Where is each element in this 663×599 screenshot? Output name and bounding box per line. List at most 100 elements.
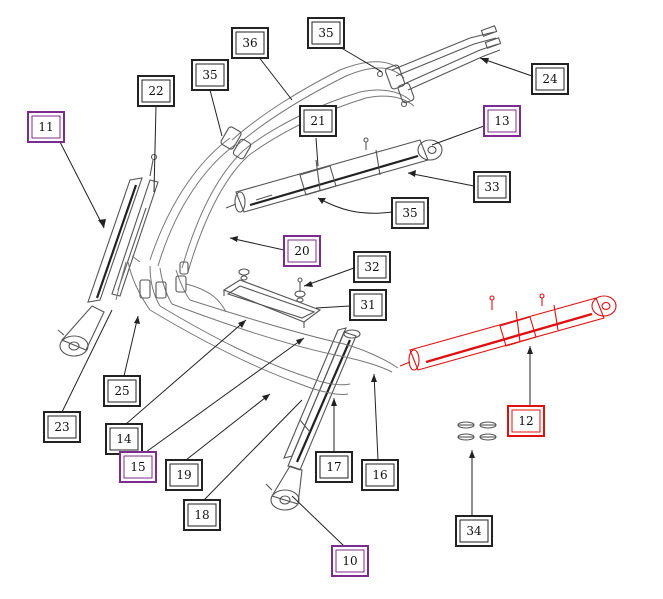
callout-c35a: 35: [191, 59, 229, 91]
callout-number: 31: [360, 298, 375, 312]
callout-c25: 25: [103, 375, 141, 407]
callout-box-inner: [535, 67, 565, 91]
callout-number: 16: [372, 468, 387, 482]
callout-number: 35: [402, 206, 417, 220]
callout-box-inner: [107, 379, 137, 403]
callout-box-inner: [319, 455, 349, 479]
callout-box-outer: [299, 105, 337, 137]
callout-number: 17: [326, 460, 341, 474]
callout-c35b: 35: [307, 17, 345, 49]
cylinder-10: [265, 327, 361, 511]
hose-bundle-upper: [231, 25, 502, 157]
callout-number: 19: [176, 468, 191, 482]
callout-number: 34: [466, 524, 482, 538]
callout-c11: 11: [27, 111, 65, 143]
callout-box-outer: [315, 451, 353, 483]
callout-box-outer: [103, 375, 141, 407]
callout-number: 25: [114, 384, 129, 398]
callout-c10: 10: [331, 545, 369, 577]
callout-box-outer: [473, 171, 511, 203]
callout-c14: 14: [105, 423, 143, 455]
callout-c12: 12: [507, 405, 545, 437]
callout-c16: 16: [361, 459, 399, 491]
hose-bundle-middle: [115, 255, 399, 395]
callout-number: 10: [342, 554, 357, 568]
callout-box-outer: [283, 235, 321, 267]
callout-number: 22: [148, 84, 163, 98]
callout-number: 11: [38, 120, 53, 134]
mounting-plate-31: [222, 268, 322, 328]
callout-box-inner: [123, 455, 153, 479]
callout-number: 35: [318, 26, 333, 40]
callout-box-outer: [27, 111, 65, 143]
callout-number: 13: [494, 114, 509, 128]
callout-c31: 31: [349, 289, 387, 321]
callout-box-outer: [165, 459, 203, 491]
callout-box-outer: [353, 251, 391, 283]
callout-box-inner: [353, 293, 383, 317]
callout-c36: 36: [231, 27, 269, 59]
callout-number: 36: [242, 36, 257, 50]
callout-box-outer: [43, 411, 81, 443]
callout-box-inner: [511, 409, 541, 433]
callout-box-outer: [191, 59, 229, 91]
callout-box-inner: [459, 519, 489, 543]
callout-box-outer: [531, 63, 569, 95]
callout-c34: 34: [455, 515, 493, 547]
leader-lines: [59, 45, 533, 547]
callout-box-outer: [391, 197, 429, 229]
callout-box-inner: [187, 503, 217, 527]
callout-box-inner: [303, 109, 333, 133]
callout-box-outer: [483, 105, 521, 137]
callout-c21: 21: [299, 105, 337, 137]
callout-number: 18: [194, 508, 209, 522]
callout-labels: 10 11 12 13 14 15 16 17 18 19 20 21 22 23 24 25 31 32 33 34…: [27, 17, 569, 577]
callout-c35c: 35: [391, 197, 429, 229]
callout-number: 32: [364, 260, 379, 274]
callout-number: 14: [116, 432, 132, 446]
callout-c18: 18: [183, 499, 221, 531]
callout-box-inner: [47, 415, 77, 439]
parts-drawing: [57, 25, 617, 511]
callout-box-inner: [487, 109, 517, 133]
callout-box-inner: [31, 115, 61, 139]
hose-bundle-left: [149, 126, 252, 273]
callout-c24: 24: [531, 63, 569, 95]
callout-box-inner: [365, 463, 395, 487]
callout-c33: 33: [473, 171, 511, 203]
callout-box-outer: [361, 459, 399, 491]
callout-box-inner: [477, 175, 507, 199]
callout-number: 24: [542, 72, 558, 86]
callout-box-outer: [183, 499, 221, 531]
callout-number: 20: [294, 244, 309, 258]
callout-box-inner: [235, 31, 265, 55]
callout-box-inner: [395, 201, 425, 225]
callout-box-inner: [141, 79, 171, 103]
callout-box-inner: [169, 463, 199, 487]
callout-number: 21: [310, 114, 325, 128]
callout-number: 33: [484, 180, 499, 194]
callout-number: 35: [202, 68, 217, 82]
callout-box-outer: [307, 17, 345, 49]
callout-number: 15: [130, 460, 145, 474]
callout-box-inner: [335, 549, 365, 573]
callout-box-outer: [331, 545, 369, 577]
callout-number: 12: [518, 414, 533, 428]
callout-c17: 17: [315, 451, 353, 483]
callout-box-inner: [357, 255, 387, 279]
callout-box-inner: [287, 239, 317, 263]
callout-number: 23: [54, 420, 69, 434]
callout-c19: 19: [165, 459, 203, 491]
pins-34: [457, 421, 497, 441]
callout-box-inner: [109, 427, 139, 451]
callout-c23: 23: [43, 411, 81, 443]
callout-c20: 20: [283, 235, 321, 267]
callout-box-outer: [231, 27, 269, 59]
cylinder-11: [57, 153, 159, 357]
callout-box-outer: [119, 451, 157, 483]
callout-box-inner: [195, 63, 225, 87]
callout-c32: 32: [353, 251, 391, 283]
callout-c13: 13: [483, 105, 521, 137]
callout-box-inner: [311, 21, 341, 45]
callout-box-outer: [455, 515, 493, 547]
